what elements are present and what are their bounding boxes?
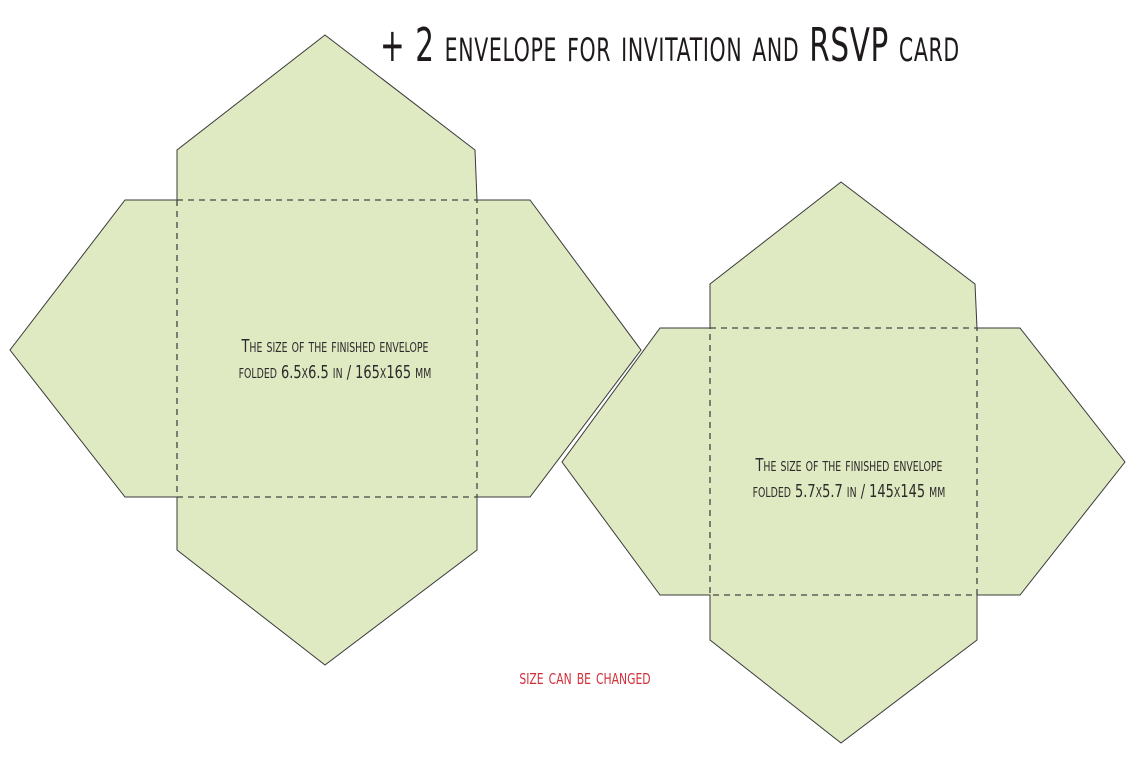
envelope-large — [9, 34, 642, 666]
envelope-large-fold-lines — [176, 199, 478, 498]
envelope-large-size-label: The size of the finished envelope folded… — [238, 334, 432, 386]
envelope-large-size-line1: The size of the finished envelope — [241, 336, 429, 357]
page-title: + 2 envelope for invitation and RSVP car… — [380, 18, 960, 72]
envelope-large-size-line2: folded 6.5x6.5 in / 165x165 mm — [238, 362, 432, 383]
envelope-small-size-line1: The size of the finished envelope — [755, 455, 943, 476]
envelope-small-size-label: The size of the finished envelope folded… — [752, 453, 946, 505]
size-change-note: size can be changed — [519, 665, 651, 690]
envelope-small — [561, 181, 1126, 744]
envelope-small-fold-lines — [709, 327, 978, 596]
envelope-large-outline — [9, 34, 642, 666]
envelope-small-outline — [561, 181, 1126, 744]
envelope-small-size-line2: folded 5.7x5.7 in / 145x145 mm — [752, 481, 946, 502]
